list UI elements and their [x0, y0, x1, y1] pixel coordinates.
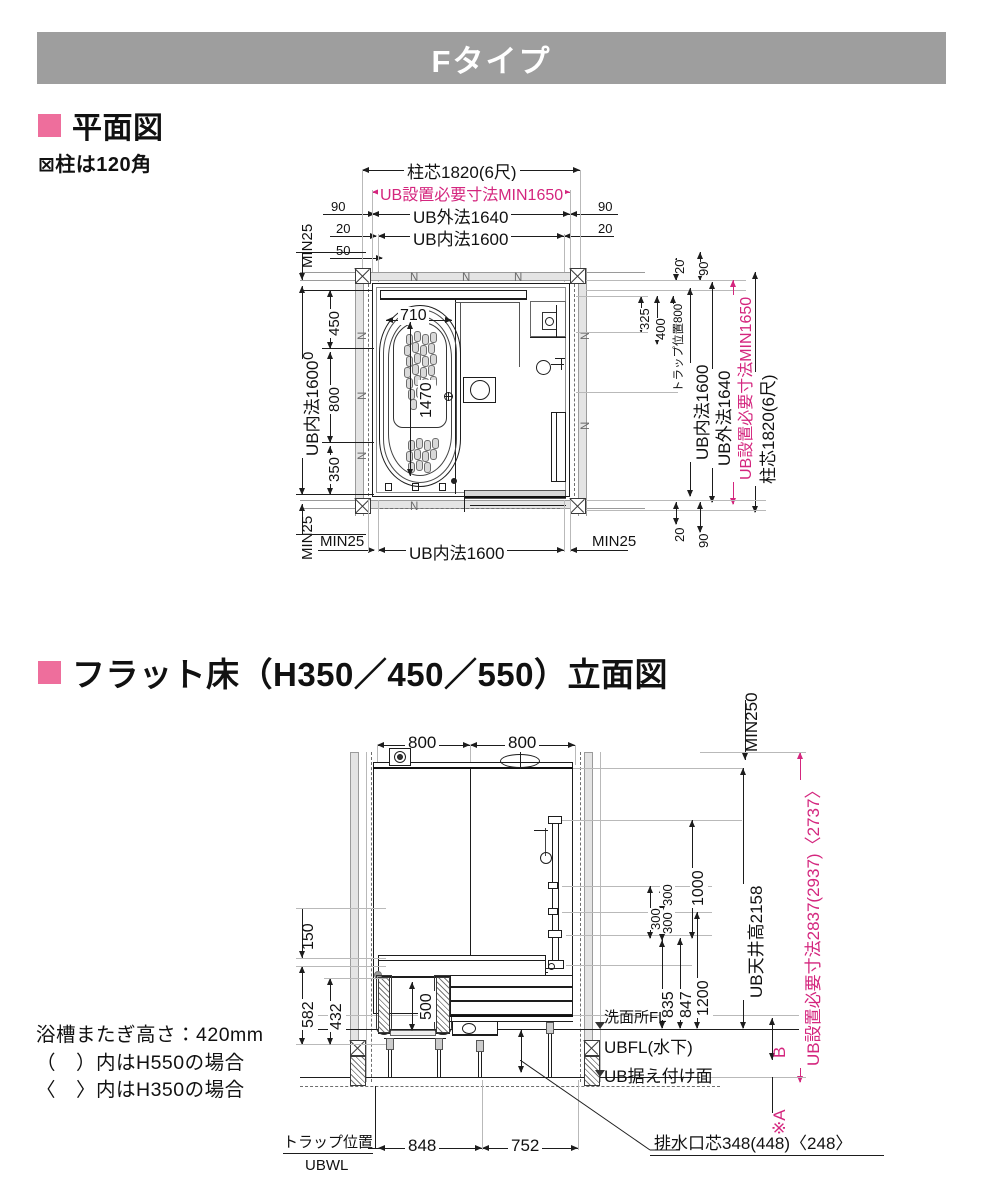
arrow-right	[563, 211, 570, 217]
column-marker-icon	[355, 498, 371, 514]
section-heading-plan: 平面図	[38, 103, 164, 147]
dim-elev-1200: 1200	[695, 978, 713, 1018]
plan-heading-label: 平面図	[72, 112, 164, 145]
arrow-left	[378, 233, 385, 239]
dim-min250: MIN250	[742, 692, 761, 752]
dim-elev-432: 432	[328, 1001, 346, 1032]
dim-pillar-center-1820: 柱芯1820(6尺)	[404, 158, 520, 183]
dim-left-20: 20	[336, 221, 351, 236]
elevation-heading-label: フラット床（H350／450／550）立面図	[72, 656, 669, 693]
arrow-left	[564, 233, 571, 239]
label-trap-position: トラップ位置	[283, 1131, 374, 1154]
elevation-notes: 浴槽またぎ高さ：420mm （ ）内はH550の場合 〈 〉内はH350の場合	[36, 1024, 264, 1102]
dimline-right-20	[564, 236, 614, 237]
label-ub-setting-face: UB据え付け面	[604, 1067, 713, 1086]
dim-right-20: 20	[598, 221, 613, 236]
dim-elev-582: 582	[300, 999, 318, 1030]
page-title-bar: Fタイプ	[37, 32, 946, 84]
column-marker-icon	[355, 268, 371, 284]
label-ubwl: UBWL	[305, 1157, 349, 1174]
arrow-right	[563, 189, 570, 195]
dim-bottom-min25-left: MIN25	[320, 533, 365, 550]
floor-plan-drawing: 柱芯1820(6尺) UB設置必要寸法MIN1650 UB外法1640 UB内法…	[0, 0, 983, 600]
arrow-left	[372, 211, 379, 217]
level-marker-icon	[595, 1022, 605, 1029]
dim-right-90: 90	[598, 199, 613, 214]
dim-tub-width-710: 710	[398, 307, 429, 325]
dim-elev-300-a: 300	[660, 884, 675, 906]
label-washroom-fl: 洗面所FL	[604, 1009, 667, 1026]
column-marker-icon	[350, 1040, 366, 1056]
pink-square-marker-icon	[38, 660, 61, 684]
arrow-right	[370, 233, 377, 239]
column-marker-icon	[570, 268, 586, 284]
column-marker-icon	[584, 1040, 600, 1056]
arrow-right	[573, 167, 580, 173]
dim-left-50: 50	[336, 243, 351, 258]
dim-elev-top-right-800: 800	[505, 733, 540, 753]
dim-ub-required-2837: UB設置必要寸法2837(2937)〈2737〉	[799, 779, 824, 1068]
pink-square-marker-icon	[38, 113, 61, 137]
leader-line	[520, 1060, 680, 1151]
arrow-right	[368, 211, 375, 217]
section-heading-elevation: フラット床（H350／450／550）立面図	[38, 648, 668, 696]
dim-left-90: 90	[331, 199, 346, 214]
bathtub-outline	[379, 305, 461, 487]
dim-elev-150: 150	[300, 923, 317, 950]
dim-elev-top-left-800: 800	[405, 733, 440, 753]
arrow-left	[570, 211, 577, 217]
arrow-right	[376, 255, 383, 261]
dim-elev-500: 500	[418, 991, 436, 1022]
dim-ub-outer-1640: UB外法1640	[410, 203, 512, 228]
dim-elev-1000: 1000	[690, 868, 708, 908]
dimline-right-90	[570, 214, 618, 215]
dim-ub-ceiling-height-2158: UB天井高2158	[742, 883, 767, 1000]
page-title: Fタイプ	[431, 43, 552, 79]
dim-elev-848: 848	[405, 1136, 440, 1156]
label-ubfl: UBFL(水下)	[604, 1038, 693, 1057]
label-mark-b: B	[770, 1046, 789, 1058]
dimline-left-20	[330, 236, 376, 237]
dim-elev-752: 752	[508, 1136, 543, 1156]
arrow-left	[372, 189, 379, 195]
dimline-left-50	[330, 258, 382, 259]
level-marker-icon	[595, 1070, 605, 1077]
plan-pillar-note: ⊠柱は120角	[38, 154, 152, 176]
label-drain-center: 排水口芯348(448)〈248〉	[654, 1134, 853, 1153]
dim-bottom-min25-right: MIN25	[592, 533, 637, 550]
dim-bottom-ub-inner-1600: UB内法1600	[406, 539, 508, 564]
arrow-right	[557, 233, 564, 239]
dim-ub-required-min1650: UB設置必要寸法MIN1650	[378, 181, 566, 205]
dim-ub-inner-1600: UB内法1600	[410, 225, 512, 250]
arrow-left	[362, 167, 369, 173]
dimline-left-90	[323, 214, 375, 215]
dim-elev-847: 847	[678, 989, 696, 1020]
dim-elev-300-c: 300	[648, 908, 663, 930]
